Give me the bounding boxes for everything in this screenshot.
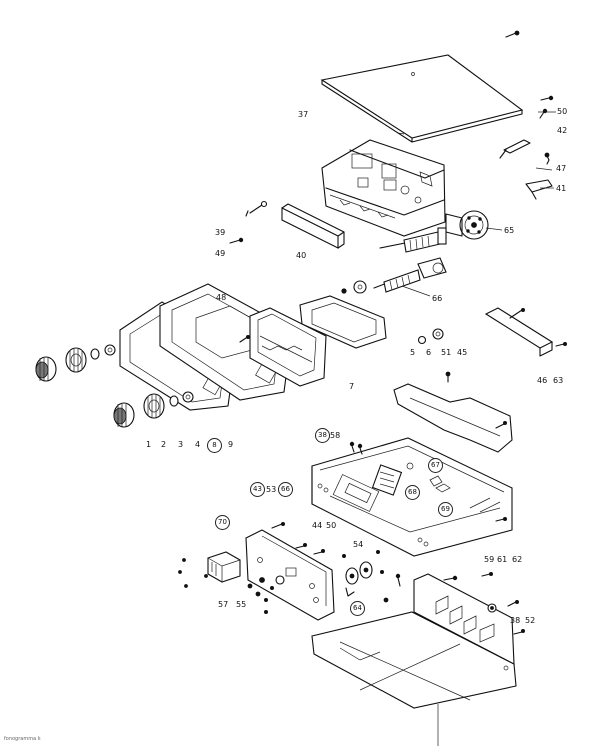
mounting-cradle <box>311 573 517 709</box>
tape-mechanism <box>321 139 446 237</box>
part-label-40: 40 <box>296 251 307 260</box>
part-label-38: 38 <box>315 428 330 443</box>
part-label-50-lower: 50 <box>326 521 337 530</box>
part-label-42: 42 <box>557 126 568 135</box>
part-label-37: 37 <box>298 110 309 119</box>
part-label-63: 63 <box>553 376 564 385</box>
part-label-3: 3 <box>178 440 184 449</box>
knob-assembly-lower <box>113 391 194 428</box>
front-frame-inner <box>249 307 327 387</box>
bezel-pins <box>239 334 250 343</box>
part-label-64: 64 <box>350 601 365 616</box>
part-label-1: 1 <box>146 440 152 449</box>
part-label-66: 66 <box>432 294 443 303</box>
front-mounting-bracket <box>245 529 335 621</box>
part-label-9: 9 <box>228 440 234 449</box>
footer-note: fonogramma k <box>4 736 41 742</box>
shaft-assembly <box>379 227 447 253</box>
fasteners-lower-left <box>178 522 325 615</box>
motor <box>445 210 489 240</box>
part-label-5: 5 <box>410 348 416 357</box>
shield-plate <box>393 383 513 453</box>
part-label-58: 58 <box>330 431 341 440</box>
part-label-2: 2 <box>161 440 167 449</box>
part-label-66-lower: 66 <box>278 482 293 497</box>
part-label-48: 48 <box>216 293 227 302</box>
part-label-69: 69 <box>438 502 453 517</box>
top-cover-plate <box>320 54 524 143</box>
part-label-41: 41 <box>556 184 567 193</box>
part-label-46: 46 <box>537 376 548 385</box>
part-label-59: 59 <box>484 555 495 564</box>
part-label-45: 45 <box>457 348 468 357</box>
washers-mid <box>417 328 451 383</box>
part-label-47: 47 <box>556 164 567 173</box>
part-label-67: 67 <box>428 458 443 473</box>
part-label-6: 6 <box>426 348 432 357</box>
top-screw <box>505 30 520 38</box>
part-label-57: 57 <box>218 600 229 609</box>
part-label-61: 61 <box>497 555 508 564</box>
part-label-43: 43 <box>250 482 265 497</box>
screws-right-top <box>539 95 554 165</box>
part-label-38-lower: 38 <box>510 616 521 625</box>
spindle <box>341 257 447 294</box>
part-label-50: 50 <box>557 107 568 116</box>
part-label-52: 52 <box>525 616 536 625</box>
transformer <box>204 551 241 583</box>
part-label-44: 44 <box>312 521 323 530</box>
part-label-55: 55 <box>236 600 247 609</box>
part-label-68: 68 <box>405 485 420 500</box>
levers <box>499 139 553 200</box>
side-bracket <box>484 307 568 357</box>
guide-rail <box>281 203 345 249</box>
part-label-54: 54 <box>353 540 364 549</box>
knob-assembly-upper <box>35 344 116 382</box>
part-label-62: 62 <box>512 555 523 564</box>
part-label-53: 53 <box>266 485 277 494</box>
part-label-65: 65 <box>504 226 515 235</box>
part-label-70: 70 <box>215 515 230 530</box>
part-label-7: 7 <box>349 382 355 391</box>
part-label-49: 49 <box>215 249 226 258</box>
potentiometers <box>341 550 401 603</box>
screws-right-lower <box>443 517 526 635</box>
pivot-bracket <box>229 200 268 244</box>
part-label-51: 51 <box>441 348 452 357</box>
leader-lines <box>401 111 556 297</box>
chassis-screws <box>349 441 443 487</box>
part-label-8: 8 <box>207 438 222 453</box>
part-label-39: 39 <box>215 228 226 237</box>
part-label-4: 4 <box>195 440 201 449</box>
